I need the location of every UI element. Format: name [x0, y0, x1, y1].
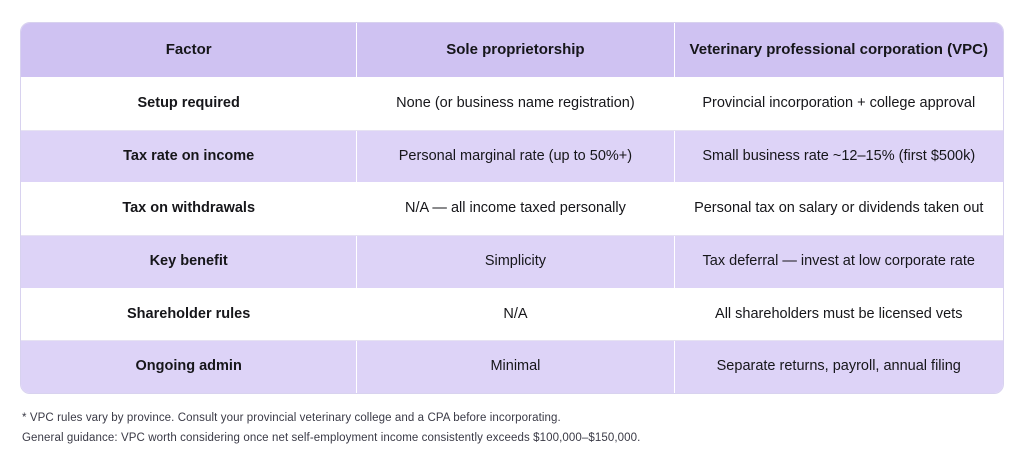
- table-header-row: Factor Sole proprietorship Veterinary pr…: [21, 23, 1003, 79]
- table-row: Ongoing admin Minimal Separate returns, …: [21, 340, 1003, 393]
- cell-factor: Tax on withdrawals: [21, 182, 358, 236]
- comparison-table-container: Factor Sole proprietorship Veterinary pr…: [20, 22, 1004, 394]
- cell-factor: Setup required: [21, 77, 358, 131]
- cell-vpc: Tax deferral — invest at low corporate r…: [674, 235, 1003, 289]
- table-body: Setup required None (or business name re…: [21, 77, 1003, 393]
- table-row: Shareholder rules N/A All shareholders m…: [21, 288, 1003, 342]
- cell-sole: N/A: [356, 288, 675, 342]
- cell-vpc: Small business rate ~12–15% (first $500k…: [674, 130, 1003, 184]
- cell-vpc: Provincial incorporation + college appro…: [674, 77, 1003, 131]
- cell-sole: None (or business name registration): [356, 77, 675, 131]
- table-row: Key benefit Simplicity Tax deferral — in…: [21, 235, 1003, 289]
- column-header-vpc: Veterinary professional corporation (VPC…: [674, 23, 1003, 79]
- cell-sole: Minimal: [356, 340, 675, 393]
- cell-factor: Shareholder rules: [21, 288, 358, 342]
- table-row: Tax on withdrawals N/A — all income taxe…: [21, 182, 1003, 236]
- cell-factor: Tax rate on income: [21, 130, 358, 184]
- cell-vpc: Personal tax on salary or dividends take…: [674, 182, 1003, 236]
- cell-sole: N/A — all income taxed personally: [356, 182, 675, 236]
- footnote-line-2: General guidance: VPC worth considering …: [22, 431, 641, 444]
- footnotes: * VPC rules vary by province. Consult yo…: [20, 408, 1004, 448]
- table-row: Setup required None (or business name re…: [21, 77, 1003, 131]
- cell-sole: Personal marginal rate (up to 50%+): [356, 130, 675, 184]
- comparison-table: Factor Sole proprietorship Veterinary pr…: [21, 23, 1003, 393]
- column-header-factor: Factor: [21, 23, 358, 79]
- cell-factor: Ongoing admin: [21, 340, 358, 393]
- footnote-line-1: * VPC rules vary by province. Consult yo…: [22, 411, 561, 424]
- cell-factor: Key benefit: [21, 235, 358, 289]
- cell-sole: Simplicity: [356, 235, 675, 289]
- table-header: Factor Sole proprietorship Veterinary pr…: [21, 23, 1003, 79]
- cell-vpc: All shareholders must be licensed vets: [674, 288, 1003, 342]
- column-header-sole-proprietorship: Sole proprietorship: [356, 23, 675, 79]
- table-row: Tax rate on income Personal marginal rat…: [21, 130, 1003, 184]
- cell-vpc: Separate returns, payroll, annual filing: [674, 340, 1003, 393]
